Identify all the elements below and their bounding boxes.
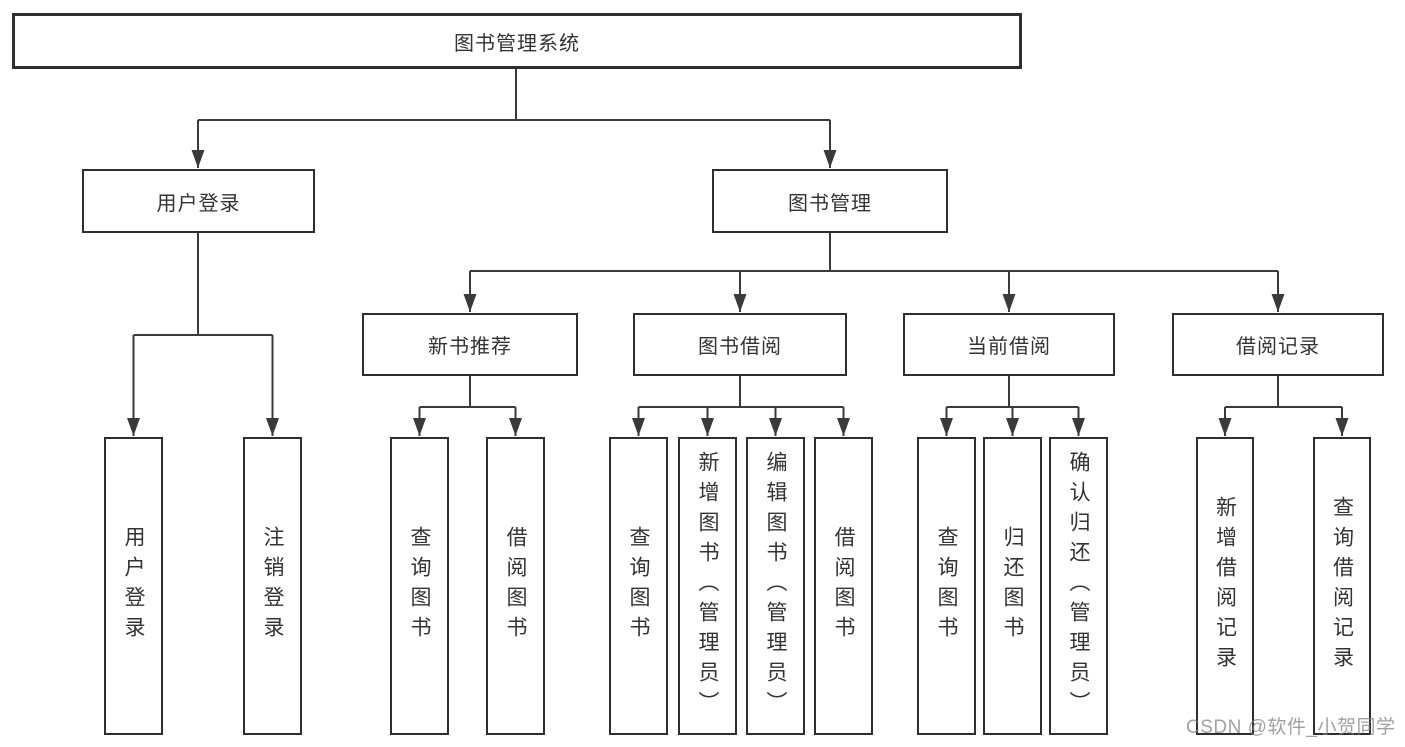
leaf-return-books: 归还图书 [983, 437, 1042, 735]
leaf-query-books-current: 查询图书 [917, 437, 976, 735]
leaf-logout: 注销登录 [243, 437, 302, 735]
leaf-query-books-recommend: 查询图书 [390, 437, 449, 735]
node-current-borrow: 当前借阅 [903, 313, 1115, 376]
node-borrow-records: 借阅记录 [1172, 313, 1384, 376]
csdn-watermark: CSDN @软件_小贺同学 [1186, 717, 1396, 738]
leaf-query-borrow-record: 查询借阅记录 [1313, 437, 1371, 735]
leaf-user-login: 用户登录 [104, 437, 163, 735]
node-user-login: 用户登录 [82, 169, 315, 233]
leaf-query-books-borrow: 查询图书 [609, 437, 668, 735]
leaf-borrow-books: 借阅图书 [814, 437, 873, 735]
node-library-management-system: 图书管理系统 [12, 13, 1022, 69]
node-new-book-recommend: 新书推荐 [362, 313, 578, 376]
leaf-edit-books-admin: 编辑图书（管理员） [746, 437, 805, 735]
leaf-add-books-admin: 新增图书（管理员） [678, 437, 737, 735]
leaf-borrow-books-recommend: 借阅图书 [486, 437, 545, 735]
node-book-management: 图书管理 [712, 169, 948, 233]
leaf-confirm-return-admin: 确认归还（管理员） [1049, 437, 1108, 735]
node-book-borrow: 图书借阅 [633, 313, 847, 376]
leaf-add-borrow-record: 新增借阅记录 [1196, 437, 1254, 735]
